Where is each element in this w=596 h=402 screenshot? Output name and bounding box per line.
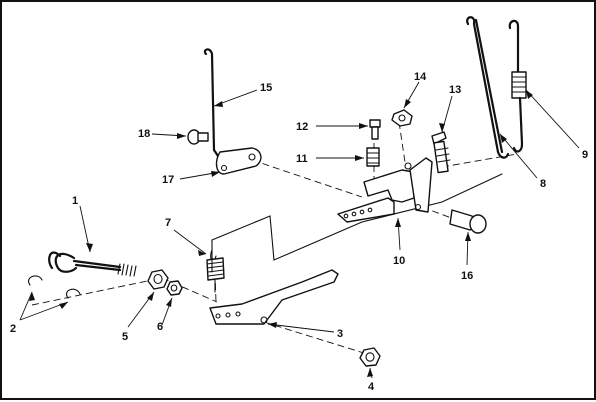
callout-14: 14 — [414, 71, 427, 83]
part-13-shoulder-bolt — [431, 131, 451, 174]
callout-10: 10 — [393, 255, 405, 267]
part-6-lock-nut — [166, 280, 183, 296]
callout-3: 3 — [337, 328, 343, 340]
callout-2: 2 — [10, 323, 16, 335]
callout-1: 1 — [72, 195, 78, 207]
part-15-control-rod — [203, 48, 228, 160]
callout-7: 7 — [165, 217, 171, 229]
callout-17: 17 — [162, 174, 174, 186]
part-7-coils — [206, 261, 225, 277]
part-7-spring — [206, 249, 225, 293]
callout-13: 13 — [449, 84, 461, 96]
callout-8: 8 — [540, 178, 546, 190]
callout-labels: 1 2 3 4 5 6 7 8 9 10 11 12 13 14 15 16 1… — [10, 71, 588, 393]
callout-11: 11 — [296, 153, 308, 165]
callout-18: 18 — [138, 128, 150, 140]
leader-arrowheads — [29, 90, 533, 377]
part-1-thread — [117, 263, 137, 277]
callout-12: 12 — [296, 121, 308, 133]
part-9-spring-rod — [508, 19, 527, 153]
callout-5: 5 — [122, 331, 128, 343]
part-16-clevis-pin — [449, 209, 487, 234]
part-11-spacer — [366, 147, 380, 167]
part-8-long-rod — [466, 16, 510, 159]
part-12-bolt — [369, 119, 381, 140]
part-17-link-plate — [215, 147, 262, 175]
callout-9: 9 — [582, 149, 588, 161]
leader-lines — [19, 81, 580, 379]
callout-15: 15 — [260, 82, 272, 94]
part-10-pivot-bracket — [337, 157, 433, 223]
brake-lever-arm — [209, 173, 503, 325]
callout-4: 4 — [368, 381, 375, 393]
part-18-bushing — [187, 129, 209, 145]
part-14-washer — [391, 109, 413, 127]
part-5-hex-nut — [147, 269, 169, 290]
part-2-clips — [28, 275, 81, 299]
part-1-hook-rod — [48, 251, 137, 277]
part-4-nut — [359, 347, 381, 367]
callout-16: 16 — [461, 270, 473, 282]
callout-6: 6 — [157, 321, 163, 333]
